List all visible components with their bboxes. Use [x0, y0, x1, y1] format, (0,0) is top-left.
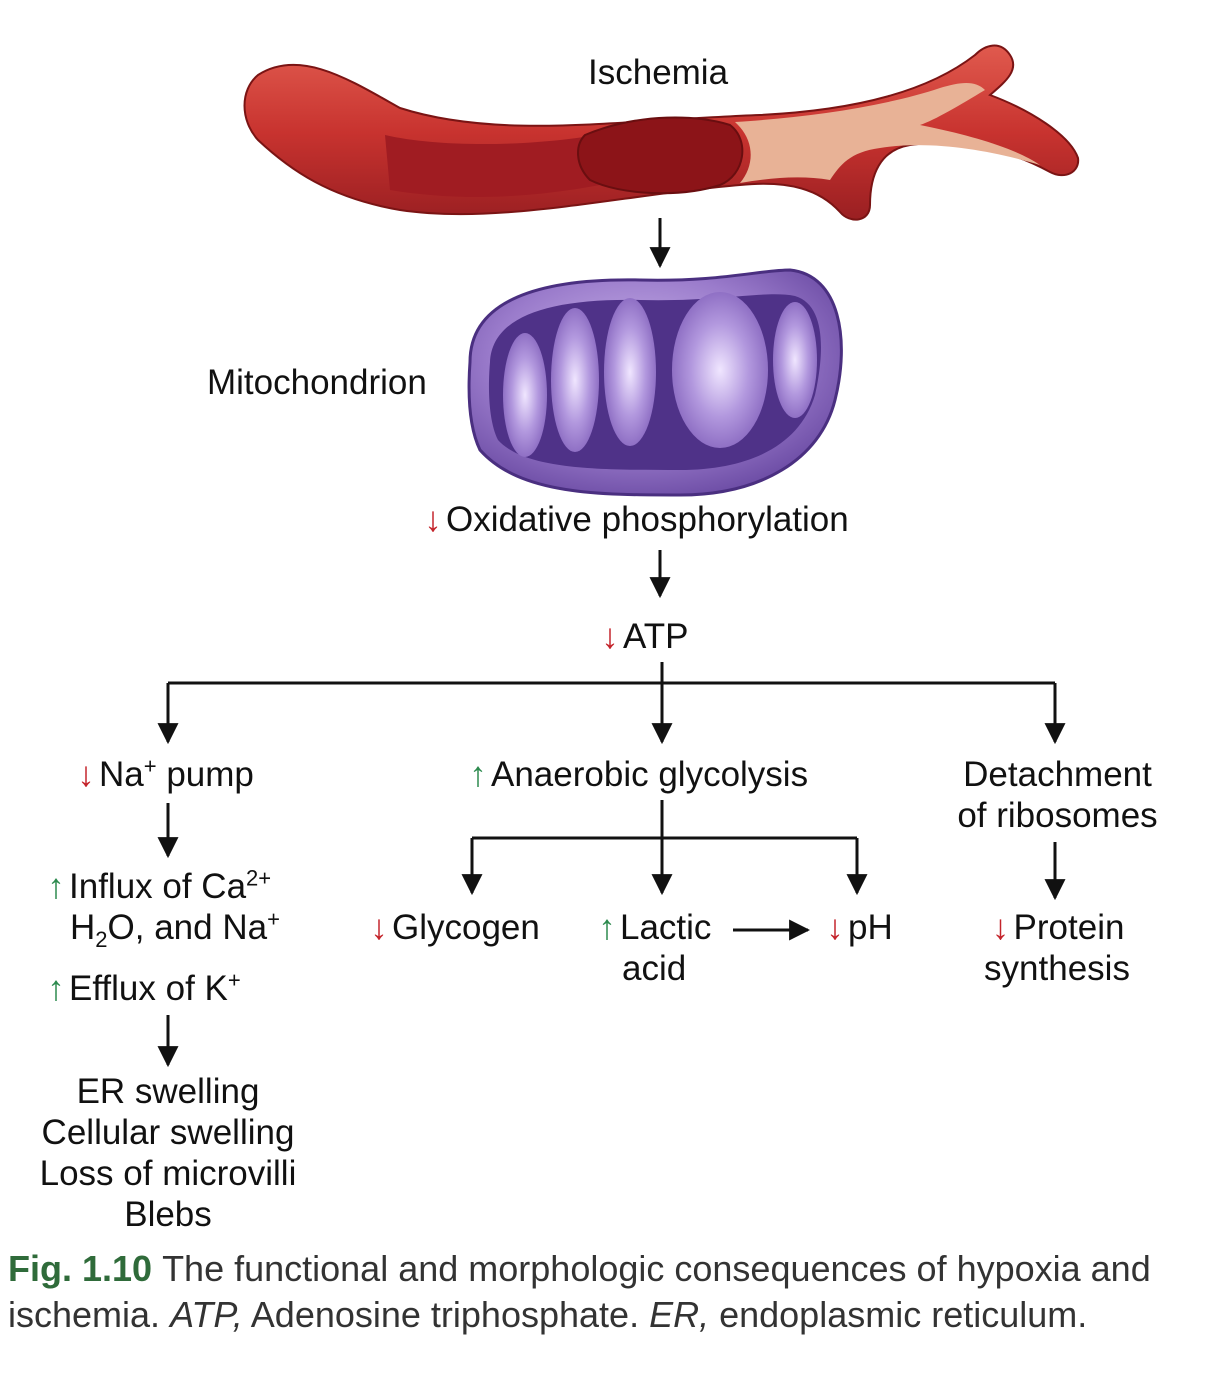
increase-arrow-icon: ↑: [469, 755, 487, 794]
caption-atp-abbr: ATP,: [170, 1294, 243, 1335]
ca-charge: 2+: [246, 865, 272, 891]
na-charge-2: +: [267, 906, 280, 932]
label-influx: ↑Influx of Ca2+ H2O, and Na+: [45, 865, 280, 951]
influx-text: Influx of Ca: [69, 867, 247, 906]
detachment-line2: of ribosomes: [957, 796, 1158, 835]
label-ischemia: Ischemia: [588, 52, 728, 93]
decrease-arrow-icon: ↓: [77, 755, 95, 794]
synthesis-text: synthesis: [984, 949, 1130, 988]
lactic-text: Lactic: [620, 908, 712, 947]
label-ph: ↓pH: [824, 907, 893, 948]
label-protein-synthesis: ↓Protein synthesis: [962, 907, 1152, 989]
caption-text-2: Adenosine triphosphate.: [242, 1294, 650, 1335]
caption-text-1: The functional and morphologic consequen…: [8, 1248, 1151, 1335]
increase-arrow-icon: ↑: [598, 908, 616, 947]
pump-text: pump: [156, 755, 254, 794]
decrease-arrow-icon: ↓: [424, 500, 442, 539]
acid-text: acid: [622, 949, 687, 988]
mitochondrion-text: Mitochondrion: [207, 363, 427, 402]
na-charge: +: [143, 753, 157, 779]
ph-text: pH: [848, 908, 893, 947]
detachment-line1: Detachment: [963, 755, 1152, 794]
label-anaerobic-glycolysis: ↑Anaerobic glycolysis: [467, 754, 808, 795]
na-text: Na: [99, 755, 144, 794]
anaerobic-text: Anaerobic glycolysis: [491, 755, 809, 794]
decrease-arrow-icon: ↓: [826, 908, 844, 947]
caption-text-3: endoplasmic reticulum.: [709, 1294, 1088, 1335]
protein-text: Protein: [1013, 908, 1125, 947]
k-charge: +: [227, 967, 241, 993]
increase-arrow-icon: ↑: [47, 969, 65, 1008]
h-subscript: 2: [95, 927, 108, 952]
label-oxphos: ↓Oxidative phosphorylation: [422, 499, 849, 540]
label-atp: ↓ATP: [599, 616, 688, 657]
decrease-arrow-icon: ↓: [991, 908, 1010, 947]
blood-vessel-illustration: [243, 44, 1080, 221]
outcome-loss-of-microvilli: Loss of microvilli: [39, 1154, 297, 1193]
ischemia-flow-diagram: [157, 44, 1080, 1068]
outcome-er-swelling: ER swelling: [76, 1072, 260, 1111]
label-detachment-of-ribosomes: Detachment of ribosomes: [945, 754, 1170, 836]
label-lactic-acid: ↑Lactic acid: [596, 907, 711, 989]
atp-text: ATP: [623, 617, 689, 656]
label-glycogen: ↓Glycogen: [368, 907, 540, 948]
figure-number: Fig. 1.10: [8, 1248, 153, 1289]
outcome-blebs: Blebs: [124, 1195, 212, 1234]
flow-connectors: [157, 218, 1066, 1068]
decrease-arrow-icon: ↓: [601, 617, 619, 656]
caption-er-abbr: ER,: [649, 1294, 710, 1335]
glycogen-text: Glycogen: [392, 908, 540, 947]
water-na-text: O, and Na: [107, 908, 268, 947]
efflux-text: Efflux of K: [69, 969, 228, 1008]
label-na-pump: ↓Na+ pump: [75, 754, 254, 795]
outcome-cellular-swelling: Cellular swelling: [41, 1113, 295, 1152]
increase-arrow-icon: ↑: [47, 867, 65, 906]
oxphos-text: Oxidative phosphorylation: [446, 500, 849, 539]
ischemia-text: Ischemia: [588, 53, 729, 92]
mitochondrion-illustration: [467, 268, 843, 497]
h-text: H: [70, 908, 96, 947]
label-mitochondrion: Mitochondrion: [207, 362, 427, 403]
label-efflux: ↑Efflux of K+: [45, 968, 241, 1009]
label-outcomes: ER swelling Cellular swelling Loss of mi…: [18, 1071, 318, 1235]
decrease-arrow-icon: ↓: [370, 908, 388, 947]
